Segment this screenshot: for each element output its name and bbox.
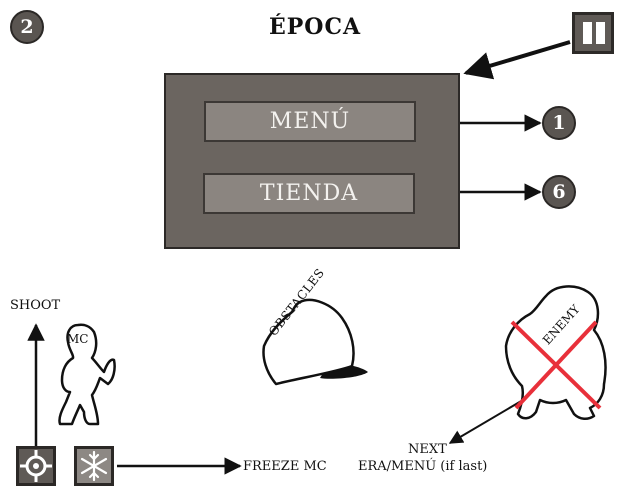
menu-button[interactable]: MENÚ [204,101,416,142]
snowflake-icon [80,450,108,482]
shop-button[interactable]: TIENDA [203,173,415,214]
next-label-line2: ERA/MENÚ (if last) [358,459,488,474]
shoot-button[interactable] [16,446,56,486]
page-title: ÉPOCA [268,14,362,40]
shoot-label: SHOOT [10,298,61,313]
pause-arrow [463,40,571,80]
freeze-button[interactable] [74,446,114,486]
mc-label: MC [67,332,89,346]
enemy-character [504,285,607,420]
pause-button[interactable] [572,12,614,54]
step-badge: 2 [10,10,44,44]
menu-target-badge: 1 [542,106,576,140]
era-panel [164,73,460,249]
next-label-line1: NEXT [408,442,447,457]
crosshair-icon [20,450,52,482]
mc-character [58,323,116,426]
shop-target-badge: 6 [542,175,576,209]
freeze-label: FREEZE MC [243,459,327,474]
obstacle-rock [262,298,368,386]
